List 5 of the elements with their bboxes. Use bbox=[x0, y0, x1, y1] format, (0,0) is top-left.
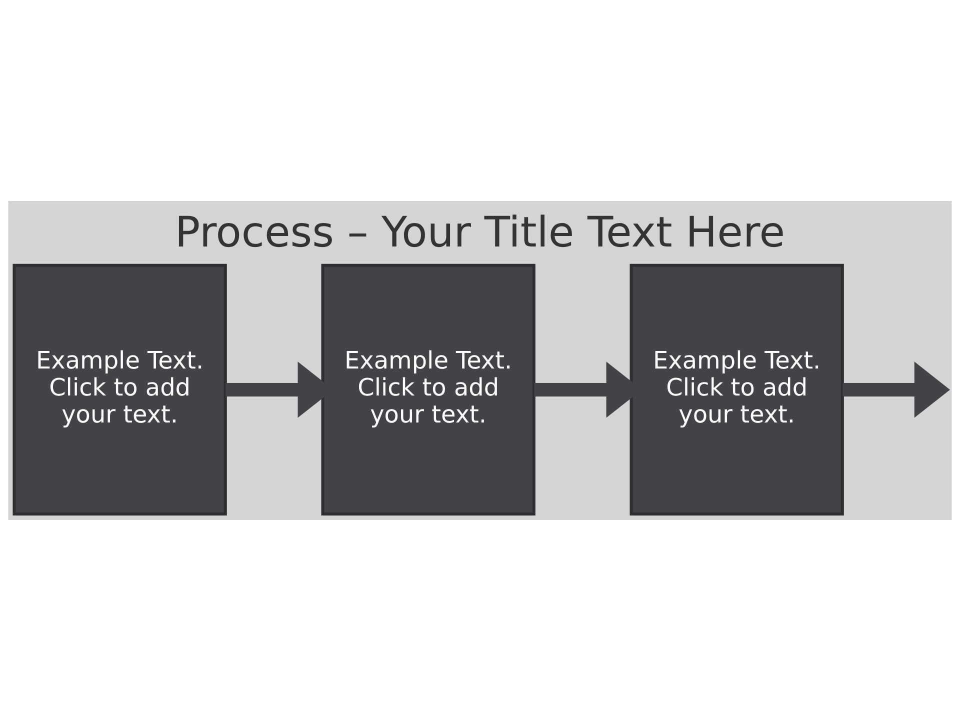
arrow bbox=[842, 361, 950, 418]
node-box: Example Text. Click to add your text. bbox=[321, 263, 536, 515]
diagram-title: Process – Your Title Text Here bbox=[174, 207, 786, 256]
node-box: Example Text. Click to add your text. bbox=[630, 263, 844, 515]
node-box: Example Text. Click to add your text. bbox=[12, 263, 227, 515]
